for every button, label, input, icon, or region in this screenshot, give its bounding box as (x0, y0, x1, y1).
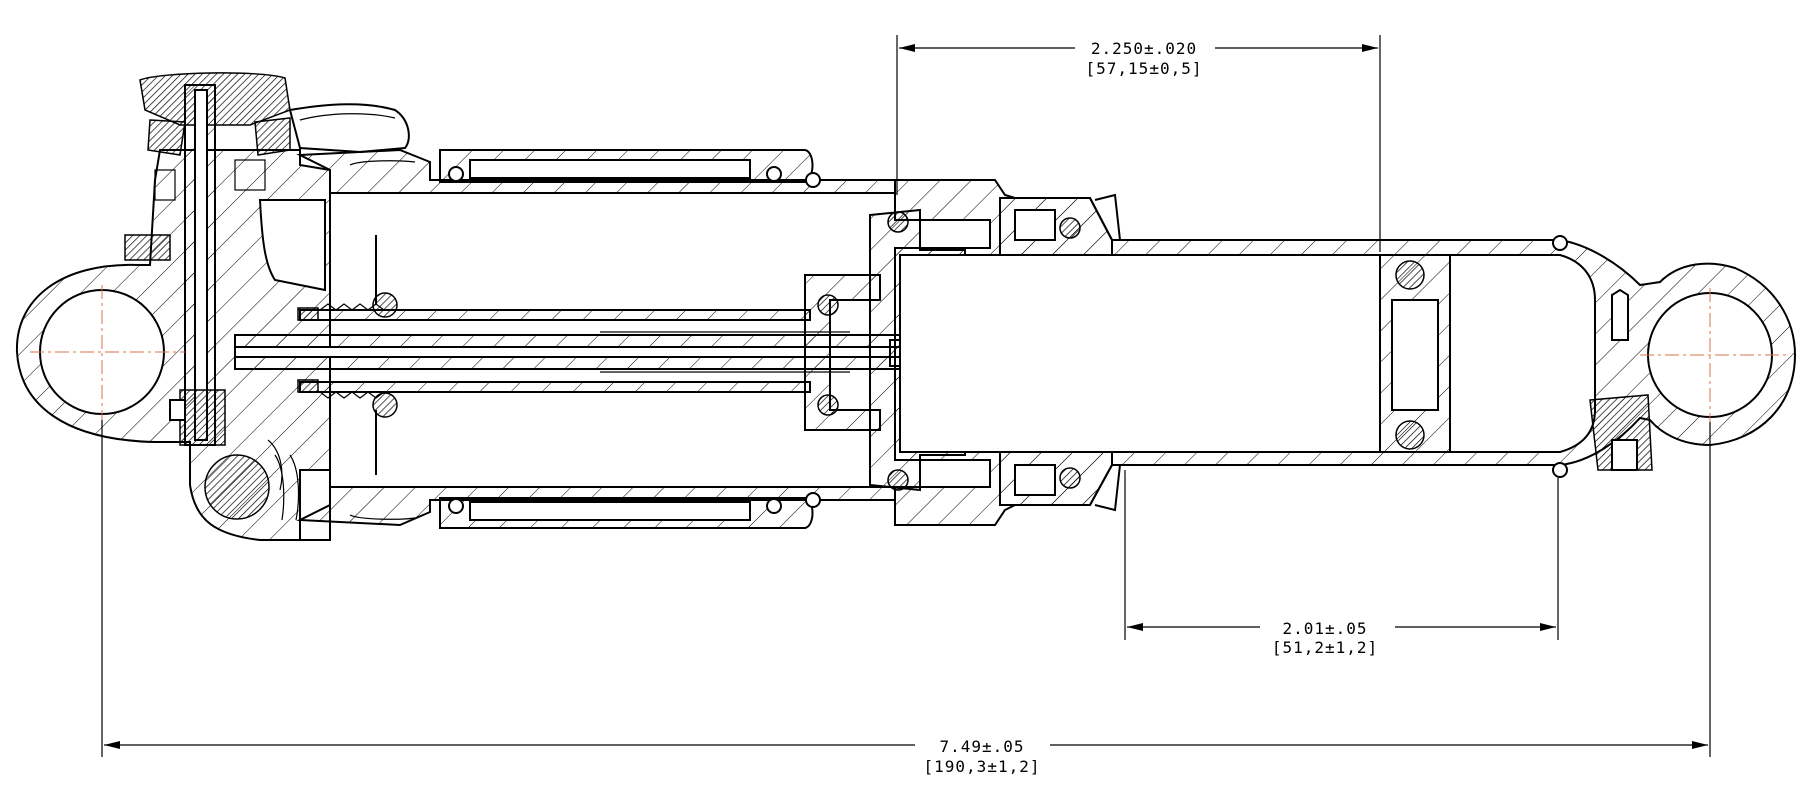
dimension-top-imperial: 2.250±.020 (1091, 39, 1197, 58)
damper-body (894, 179, 1797, 526)
dimension-top: 2.250±.020 [57,15±0,5] (896, 35, 1381, 252)
dimension-middle-imperial: 2.01±.05 (1282, 619, 1367, 638)
dimension-overall-imperial: 7.49±.05 (939, 737, 1024, 756)
center-lines (30, 285, 1790, 422)
dimension-overall: 7.49±.05 [190,3±1,2] (101, 420, 1711, 776)
damper-shaft (234, 292, 901, 418)
air-sleeve (296, 148, 896, 529)
dimension-middle: 2.01±.05 [51,2±1,2] (1124, 470, 1559, 657)
dimension-overall-metric: [190,3±1,2] (924, 757, 1041, 776)
adjuster-knob (124, 72, 410, 446)
dimension-middle-metric: [51,2±1,2] (1272, 638, 1378, 657)
dimension-top-metric: [57,15±0,5] (1086, 59, 1203, 78)
left-eyelet-head (15, 149, 331, 541)
